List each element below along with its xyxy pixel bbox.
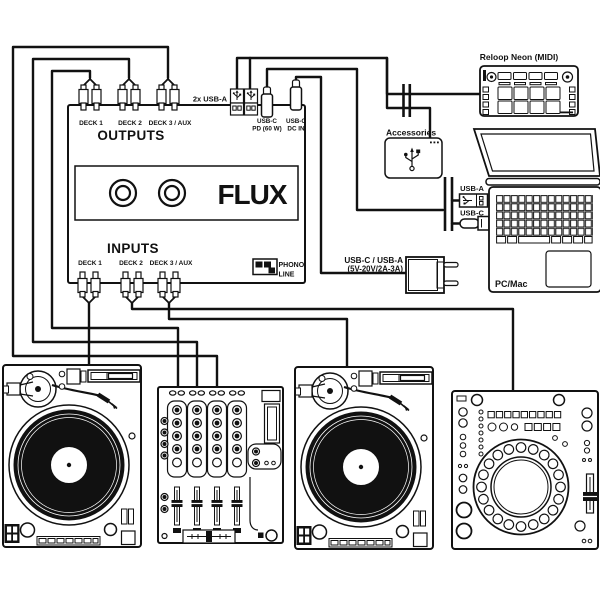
laptop-screen <box>472 128 600 177</box>
cable-junction-2 <box>443 177 454 231</box>
input-deck1-label: DECK 1 <box>78 260 102 267</box>
midi-controller: Reloop Neon (MIDI) <box>479 52 579 117</box>
phono-label: PHONO <box>279 262 305 269</box>
accessories-label: Accessories <box>386 128 436 138</box>
flux-input-plugs <box>77 271 181 304</box>
usb-a-port-1 <box>229 88 245 116</box>
laptop-label: PC/Mac <box>495 279 528 289</box>
cdj-cue-button <box>455 522 473 540</box>
usb-a-connector <box>458 193 489 208</box>
midi-controller-label: Reloop Neon (MIDI) <box>480 52 559 62</box>
line-label: LINE <box>279 272 295 279</box>
dc-label-2: DC IN <box>287 126 305 133</box>
usb-ports-label: 2x USB-A <box>193 95 228 104</box>
cables <box>11 45 515 395</box>
accessories-box: Accessories <box>384 128 443 179</box>
flux-logo: FLUX <box>217 179 287 210</box>
laptop-keyboard <box>496 195 593 236</box>
cable-input-deck3-to-turntable2 <box>167 301 349 374</box>
mixer-right-knobs <box>247 443 282 470</box>
cdj-pitch-fader <box>583 473 597 514</box>
laptop: USB-A USB-C <box>458 128 600 293</box>
input-deck3-label: DECK 3 / AUX <box>150 260 193 267</box>
cdj-right-controls <box>574 407 597 544</box>
pd-label-1: USB-C <box>257 118 277 125</box>
flux-jack-2 <box>157 178 187 208</box>
cdj-jog-wheel <box>472 438 570 536</box>
power-adapter-label-2: (5V-20V/2A-3A) <box>348 265 404 274</box>
laptop-hinge <box>485 177 600 186</box>
cable-input-deck2-to-cdj <box>130 301 515 395</box>
usb-c-dc-plug <box>289 79 303 111</box>
outputs-label: OUTPUTS <box>97 128 164 143</box>
dc-label-1: USB-C <box>286 118 306 125</box>
cable-usba-to-midi-controller <box>235 56 482 96</box>
mixer-crossfader <box>182 529 236 544</box>
power-plug-prong-2 <box>443 280 459 287</box>
output-deck3-label: DECK 3 / AUX <box>149 120 192 127</box>
power-adapter-label-1: USB-C / USB-A <box>344 256 403 265</box>
laptop-usb-c-label: USB-C <box>460 209 484 218</box>
pd-label-2: PD (60 W) <box>252 126 281 133</box>
cable-output-deck2-to-mixer <box>31 57 199 392</box>
usb-a-port-2 <box>243 88 259 116</box>
midi-pad-grid <box>497 86 561 114</box>
cdj-play-button <box>455 501 473 519</box>
cdj-top-buttons <box>487 411 562 432</box>
cdj-player <box>451 390 599 550</box>
flux-jack-1 <box>108 178 138 208</box>
laptop-trackpad <box>545 250 592 288</box>
power-plug-prong-1 <box>443 261 459 268</box>
cable-junction-1 <box>402 84 412 117</box>
usb-c-connector <box>459 215 490 231</box>
usb-c-pd-plug <box>260 86 274 118</box>
cable-usbc-pd-to-laptop <box>265 67 445 212</box>
mixer-headphone-jack <box>265 529 278 542</box>
flux-interface: FLUX DECK 1 DECK 2 DECK 3 / AUX OUTPUTS <box>67 78 306 304</box>
output-deck1-label: DECK 1 <box>79 120 103 127</box>
inputs-label: INPUTS <box>107 241 159 256</box>
laptop-bottom-key-row <box>496 236 593 244</box>
flux-output-plugs <box>78 78 180 111</box>
laptop-usb-a-label: USB-A <box>460 184 484 193</box>
cable-dcin-to-adapter <box>294 75 409 275</box>
power-adapter: USB-C / USB-A (5V-20V/2A-3A) <box>344 256 459 294</box>
phono-line-switch <box>252 258 278 276</box>
mixer-left-knobs <box>160 416 169 540</box>
input-deck2-label: DECK 2 <box>119 260 143 267</box>
output-deck2-label: DECK 2 <box>118 120 142 127</box>
cdj-left-controls <box>455 407 473 540</box>
turntable-2 <box>295 367 433 549</box>
flux-front-panel <box>74 165 299 221</box>
turntable-1 <box>3 365 141 547</box>
mixer-display <box>261 389 281 444</box>
mixer <box>157 386 284 544</box>
cdj-left-tiny-buttons <box>478 409 484 457</box>
usb-icon <box>404 147 421 172</box>
cable-output-deck3-to-mixer <box>11 45 219 392</box>
cable-output-deck1-to-mixer <box>50 69 180 392</box>
